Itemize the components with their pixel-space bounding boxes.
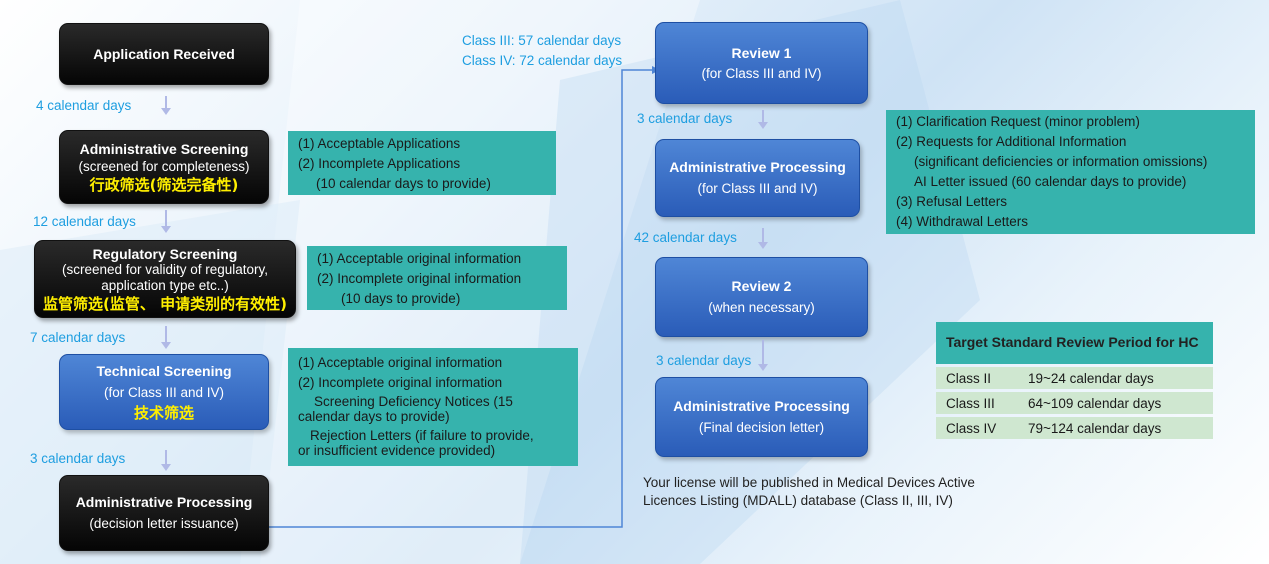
administrative-processing-3-subtitle: (Final decision letter)	[698, 420, 825, 435]
review-2-box: Review 2 (when necessary)	[655, 257, 868, 337]
target-review-period-table: Target Standard Review Period for HC Cla…	[936, 322, 1213, 439]
arrow-down-icon	[161, 96, 171, 115]
license-note-line: Licences Listing (MDALL) database (Class…	[643, 493, 953, 508]
technical-screening-chinese: 技术筛选	[133, 404, 194, 422]
administrative-screening-title: Administrative Screening	[79, 141, 249, 157]
technical-screening-title: Technical Screening	[96, 363, 232, 379]
outcome-line: or insufficient evidence provided)	[298, 443, 496, 458]
application-received-box: Application Received	[59, 23, 269, 85]
outcome-line: AI Letter issued (60 calendar days to pr…	[914, 174, 1187, 189]
technical-screening-subtitle: (for Class III and IV)	[103, 385, 225, 400]
target-table-title: Target Standard Review Period for HC	[936, 322, 1213, 364]
review-2-title: Review 2	[731, 278, 792, 294]
table-cell-class: Class III	[946, 395, 995, 411]
arrow-down-icon	[758, 228, 768, 249]
regulatory-screening-title: Regulatory Screening	[92, 246, 238, 262]
arrow-down-icon	[758, 340, 768, 371]
outcome-line: (4) Withdrawal Letters	[896, 214, 1029, 229]
review-1-subtitle: (for Class III and IV)	[701, 65, 822, 81]
class-iii-days: Class III: 57 calendar days	[462, 33, 622, 48]
table-row: Class IV 79~124 calendar days	[936, 417, 1213, 439]
table-cell-class: Class II	[946, 370, 992, 386]
administrative-processing-box: Administrative Processing (decision lett…	[59, 475, 269, 551]
days-label-c: 3 calendar days	[656, 353, 752, 368]
regulatory-screening-subtitle-1: (screened for validity of regulatory,	[61, 262, 269, 277]
regulatory-screening-subtitle-2: application type etc..)	[101, 278, 229, 293]
outcome-line: Rejection Letters (if failure to provide…	[310, 428, 534, 443]
review-1-title: Review 1	[731, 44, 792, 61]
days-label-4: 3 calendar days	[30, 451, 126, 466]
license-note: Your license will be published in Medica…	[643, 474, 975, 510]
outcome-line: (2) Incomplete original information	[298, 375, 503, 390]
administrative-processing-3-box: Administrative Processing (Final decisio…	[655, 377, 868, 457]
application-received-title: Application Received	[93, 46, 235, 62]
class-iv-days: Class IV: 72 calendar days	[462, 53, 623, 68]
days-label-2: 12 calendar days	[33, 214, 136, 229]
outcome-line: (2) Incomplete Applications	[298, 156, 461, 171]
outcome-line: calendar days to provide)	[298, 409, 450, 424]
outcome-line: (1) Acceptable Applications	[298, 136, 461, 151]
regulatory-screening-box: Regulatory Screening (screened for valid…	[34, 240, 296, 318]
technical-screening-outcomes: (1) Acceptable original information (2) …	[288, 348, 578, 466]
outcome-line: (significant deficiencies or information…	[914, 154, 1208, 169]
license-note-line: Your license will be published in Medica…	[643, 475, 975, 490]
administrative-screening-subtitle: (screened for completeness)	[78, 159, 250, 174]
outcome-line: (1) Clarification Request (minor problem…	[896, 114, 1140, 129]
days-label-b: 42 calendar days	[634, 230, 737, 245]
outcome-line: (1) Acceptable original information	[298, 355, 503, 370]
technical-screening-box: Technical Screening (for Class III and I…	[59, 354, 269, 430]
regulatory-screening-outcomes: (1) Acceptable original information (2) …	[307, 246, 567, 310]
administrative-processing-subtitle: (decision letter issuance)	[89, 516, 239, 531]
days-label-1: 4 calendar days	[36, 98, 132, 113]
review-2-subtitle: (when necessary)	[708, 300, 815, 315]
table-row: Class II 19~24 calendar days	[936, 367, 1213, 389]
table-cell-period: 64~109 calendar days	[1028, 395, 1162, 411]
administrative-processing-2-subtitle: (for Class III and IV)	[697, 181, 818, 196]
review-1-box: Review 1 (for Class III and IV)	[655, 22, 868, 104]
table-cell-period: 79~124 calendar days	[1028, 420, 1162, 436]
outcome-line: (10 days to provide)	[341, 291, 461, 306]
administrative-processing-title: Administrative Processing	[75, 494, 253, 510]
outcome-line: (2) Incomplete original information	[317, 271, 522, 286]
days-label-3: 7 calendar days	[30, 330, 126, 345]
outcome-line: Screening Deficiency Notices (15	[314, 394, 513, 409]
table-row: Class III 64~109 calendar days	[936, 392, 1213, 414]
arrow-down-icon	[161, 210, 171, 233]
administrative-processing-2-title: Administrative Processing	[669, 159, 846, 175]
administrative-processing-2-box: Administrative Processing (for Class III…	[655, 139, 860, 217]
outcome-line: (2) Requests for Additional Information	[896, 134, 1127, 149]
administrative-processing-3-title: Administrative Processing	[673, 398, 850, 414]
outcome-line: (3) Refusal Letters	[896, 194, 1008, 209]
outcome-line: (10 calendar days to provide)	[316, 176, 491, 191]
connector-to-review1	[268, 69, 652, 528]
arrow-down-icon	[161, 326, 171, 349]
review-outcomes: (1) Clarification Request (minor problem…	[886, 110, 1255, 234]
regulatory-screening-chinese: 监管筛选(监管、 申请类别的有效性)	[43, 295, 287, 313]
table-cell-class: Class IV	[946, 420, 997, 436]
administrative-screening-box: Administrative Screening (screened for c…	[59, 130, 269, 204]
days-label-a: 3 calendar days	[637, 111, 733, 126]
outcome-line: (1) Acceptable original information	[317, 251, 522, 266]
administrative-screening-outcomes: (1) Acceptable Applications (2) Incomple…	[288, 131, 556, 195]
table-cell-period: 19~24 calendar days	[1028, 370, 1154, 386]
arrow-down-icon	[758, 110, 768, 129]
arrow-down-icon	[161, 450, 171, 471]
administrative-screening-chinese: 行政筛选(筛选完备性)	[89, 176, 239, 194]
